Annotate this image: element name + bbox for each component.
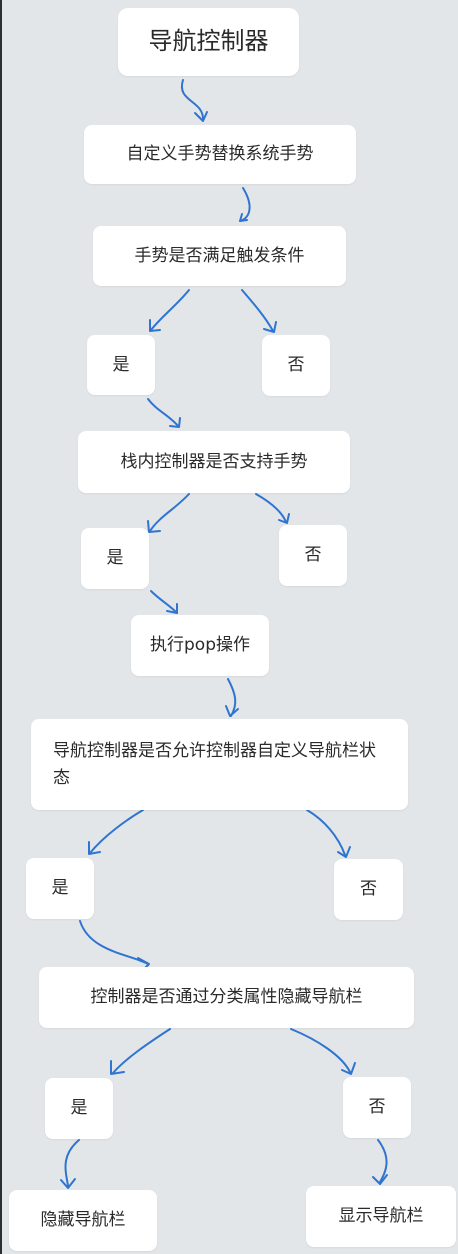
arrow-check-stack-to-stack-yes-head <box>147 520 161 533</box>
node-category-no: 否 <box>343 1077 411 1138</box>
arrow-check-trigger-to-trigger-no-head <box>263 321 277 333</box>
node-trigger-no: 否 <box>262 335 330 396</box>
node-category-yes: 是 <box>45 1078 113 1139</box>
arrow-stack-yes-to-pop <box>150 590 177 613</box>
arrow-check-stack-to-stack-no-head <box>278 513 290 524</box>
arrow-root-to-custom-gesture <box>180 79 205 121</box>
node-allow-yes: 是 <box>26 858 94 919</box>
arrow-pop-to-check-allow <box>227 678 237 717</box>
arrow-category-no-to-show-nav-head <box>372 1174 388 1185</box>
node-stack-no: 否 <box>279 525 347 586</box>
arrow-check-trigger-to-trigger-yes-head <box>149 319 161 332</box>
node-hide-nav: 隐藏导航栏 <box>9 1190 157 1251</box>
arrow-check-category-to-category-yes-head <box>110 1060 125 1075</box>
arrow-stack-yes-to-pop-head <box>166 603 178 614</box>
node-show-nav: 显示导航栏 <box>306 1186 456 1247</box>
node-root: 导航控制器 <box>118 8 299 76</box>
arrow-pop-to-check-allow-head <box>225 705 239 717</box>
arrow-check-allow-to-allow-no-head <box>337 846 351 858</box>
arrow-check-allow-to-allow-yes <box>89 809 144 854</box>
arrow-check-allow-to-allow-yes-head <box>88 841 101 855</box>
arrow-check-trigger-to-trigger-yes <box>150 289 190 331</box>
node-trigger-yes: 是 <box>87 335 155 395</box>
arrow-category-no-to-show-nav <box>377 1139 388 1183</box>
arrow-category-yes-to-hide-nav <box>64 1139 80 1187</box>
node-allow-no: 否 <box>334 859 403 920</box>
arrow-check-trigger-to-trigger-no <box>241 289 274 332</box>
node-check-stack: 栈内控制器是否支持手势 <box>78 431 350 493</box>
arrow-check-stack-to-stack-yes <box>149 493 190 532</box>
node-custom-gesture: 自定义手势替换系统手势 <box>84 125 356 184</box>
node-check-allow: 导航控制器是否允许控制器自定义导航栏状态 <box>31 719 408 810</box>
arrow-trigger-yes-to-check-stack-head <box>169 417 181 428</box>
node-check-category: 控制器是否通过分类属性隐藏导航栏 <box>39 967 414 1028</box>
arrow-check-category-to-category-no <box>290 1028 351 1073</box>
node-pop: 执行pop操作 <box>131 615 269 676</box>
node-check-trigger: 手势是否满足触发条件 <box>93 226 346 286</box>
node-stack-yes: 是 <box>81 528 149 589</box>
arrow-category-yes-to-hide-nav-head <box>60 1178 76 1189</box>
arrow-check-allow-to-allow-no <box>306 809 346 856</box>
arrow-check-stack-to-stack-no <box>255 493 287 523</box>
left-edge-divider <box>0 0 2 1254</box>
arrow-check-category-to-category-yes <box>112 1028 171 1074</box>
arrow-root-to-custom-gesture-head <box>194 111 208 122</box>
arrow-custom-gesture-to-check-trigger-head <box>239 213 248 222</box>
arrow-check-category-to-category-no-head <box>341 1062 356 1075</box>
arrow-trigger-yes-to-check-stack <box>147 398 179 427</box>
